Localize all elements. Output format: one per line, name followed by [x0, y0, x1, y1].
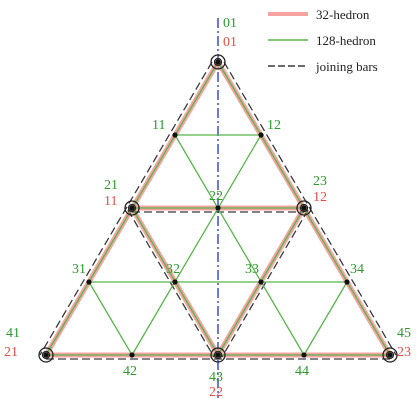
major-joints [38, 54, 398, 363]
label-node-01: 01 [223, 16, 237, 31]
node-45 [387, 352, 393, 358]
label-node-42: 42 [123, 364, 137, 379]
label-node-44: 44 [295, 364, 309, 379]
node-44 [301, 352, 307, 358]
node-31 [86, 279, 92, 285]
node-01 [215, 59, 221, 65]
node-43 [215, 352, 221, 358]
legend-label-hedron128: 128-hedron [316, 33, 376, 48]
label-node-23: 23 [313, 174, 327, 189]
legend-label-hedron32: 32-hedron [316, 7, 370, 22]
red-label-12: 12 [313, 190, 327, 205]
node-42 [129, 352, 135, 358]
label-node-33: 33 [245, 262, 259, 277]
label-node-12: 12 [267, 118, 281, 133]
node-dots [43, 59, 393, 358]
node-12 [258, 132, 264, 138]
node-21 [129, 205, 135, 211]
node-11 [172, 132, 178, 138]
node-34 [344, 279, 350, 285]
label-node-21: 21 [104, 178, 118, 193]
node-33 [258, 279, 264, 285]
red-label-22: 22 [209, 385, 223, 398]
node-22 [215, 205, 221, 211]
legend: 32-hedron 128-hedron joining bars [268, 7, 378, 74]
node-41 [43, 352, 49, 358]
node-32 [172, 279, 178, 285]
label-node-31: 31 [72, 262, 86, 277]
label-node-34: 34 [350, 262, 364, 277]
label-node-45: 45 [397, 326, 411, 341]
red-label-21: 21 [4, 345, 18, 360]
label-node-32: 32 [166, 262, 180, 277]
label-node-11: 11 [152, 118, 165, 133]
red-label-11: 11 [104, 194, 117, 209]
red-label-01: 01 [223, 35, 237, 50]
red-label-23: 23 [397, 345, 411, 360]
node-23 [301, 205, 307, 211]
label-node-43: 43 [209, 370, 223, 385]
legend-label-joining: joining bars [315, 59, 378, 74]
label-node-22: 22 [209, 189, 223, 204]
label-node-41: 41 [6, 326, 20, 341]
